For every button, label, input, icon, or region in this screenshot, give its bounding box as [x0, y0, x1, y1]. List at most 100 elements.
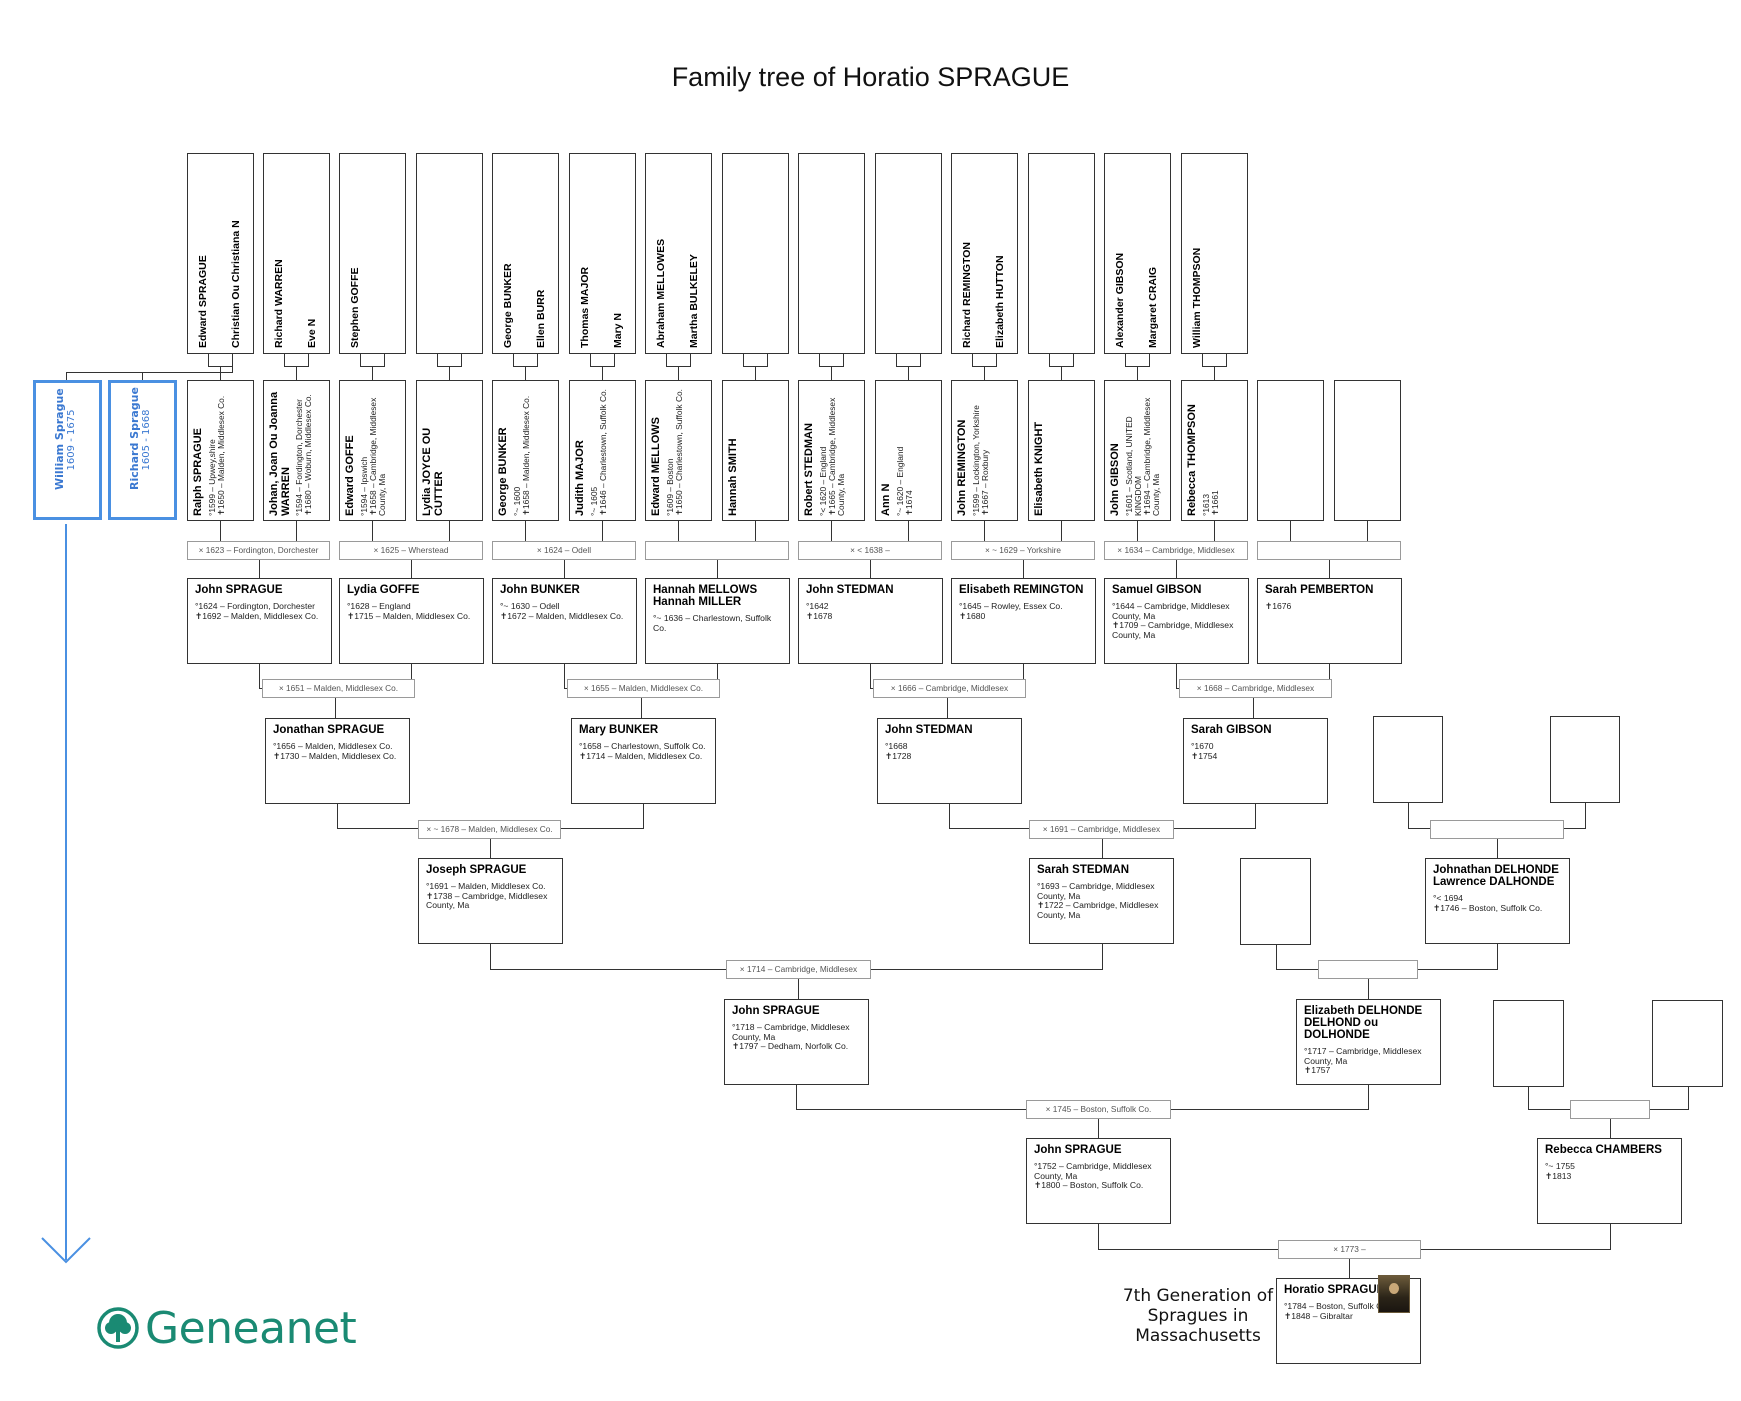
- connector-v: [384, 354, 385, 367]
- connector-v: [602, 521, 603, 542]
- connector-v: [66, 372, 67, 381]
- great-grandparent-box[interactable]: Rebecca THOMPSON°1613✝1661: [1181, 380, 1248, 521]
- grandparent-box[interactable]: Samuel GIBSON°1644 – Cambridge, Middlese…: [1104, 578, 1249, 664]
- connector-v: [232, 354, 233, 367]
- person-box[interactable]: Rebecca CHAMBERS°~ 1755✝1813: [1537, 1138, 1682, 1224]
- connector-v: [1102, 944, 1103, 970]
- grandparent-box[interactable]: John STEDMAN°1642✝1678: [798, 578, 943, 664]
- ancestor-couple-box[interactable]: [339, 153, 406, 354]
- marriage-box: × 1714 – Cambridge, Middlesex: [726, 960, 871, 979]
- person-event: ✝1692 – Malden, Middlesex Co.: [195, 610, 319, 621]
- person-event: °~ 1636 – Charlestown, Suffolk Co.: [653, 613, 772, 633]
- connector-v: [1610, 1119, 1611, 1139]
- person-name: Joseph SPRAGUE: [426, 864, 527, 876]
- person-event: ✝1848 – Gibraltar: [1284, 1310, 1353, 1321]
- ancestor-couple-box[interactable]: [263, 153, 330, 354]
- great-grandparent-box[interactable]: Ann N°~ 1620 – England✝1674: [875, 380, 942, 521]
- connector-v: [1176, 560, 1177, 579]
- ancestor-couple-box[interactable]: [722, 153, 789, 354]
- great-grandparent-box[interactable]: Robert STEDMAN°< 1620 – England✝1665 – C…: [798, 380, 865, 521]
- connector-v: [490, 839, 491, 859]
- ancestor-couple-box[interactable]: [645, 153, 712, 354]
- page-title: Family tree of Horatio SPRAGUE: [671, 62, 1070, 92]
- person-name: Elisabeth REMINGTON: [959, 584, 1084, 596]
- person-box[interactable]: Mary BUNKER°1658 – Charlestown, Suffolk …: [571, 718, 716, 804]
- unknown-ancestor-box[interactable]: [1550, 716, 1620, 803]
- grandparent-box[interactable]: Hannah MELLOWS Hannah MILLER°~ 1636 – Ch…: [645, 578, 790, 664]
- great-grandparent-box[interactable]: George BUNKER°~ 1600✝1658 – Malden, Midd…: [492, 380, 559, 521]
- person-box[interactable]: Johnathan DELHONDE Lawrence DALHONDE°< 1…: [1425, 858, 1570, 944]
- great-grandparent-box[interactable]: John REMINGTON°1599 – Lockington, Yorksh…: [951, 380, 1018, 521]
- connector-v: [335, 698, 336, 719]
- grandparent-box[interactable]: John SPRAGUE°1624 – Fordington, Dorchest…: [187, 578, 332, 664]
- person-box[interactable]: Sarah STEDMAN°1693 – Cambridge, Middlese…: [1029, 858, 1174, 944]
- connector-v: [1368, 1085, 1369, 1110]
- person-box[interactable]: John SPRAGUE°1752 – Cambridge, Middlesex…: [1026, 1138, 1171, 1224]
- person-box[interactable]: Elizabeth DELHONDE DELHOND ou DOLHONDE°1…: [1296, 999, 1441, 1085]
- ancestor-couple-box[interactable]: [875, 153, 942, 354]
- marriage-box: × ~ 1678 – Malden, Middlesex Co.: [418, 820, 561, 839]
- ancestor-couple-box[interactable]: [1181, 153, 1248, 354]
- great-grandparent-box[interactable]: Edward GOFFE°1594 – Ipswich✝1658 – Cambr…: [339, 380, 406, 521]
- person-box[interactable]: Sarah GIBSON°1670✝1754: [1183, 718, 1328, 804]
- unknown-ancestor-box[interactable]: [1493, 1000, 1564, 1087]
- sibling-box[interactable]: [108, 380, 177, 520]
- person-event: ✝1709 – Cambridge, Middlesex County, Ma: [1112, 620, 1234, 640]
- ancestor-couple-box[interactable]: [951, 153, 1018, 354]
- connector-v: [870, 560, 871, 579]
- person-event: ✝1730 – Malden, Middlesex Co.: [273, 750, 397, 761]
- person-box[interactable]: Jonathan SPRAGUE°1656 – Malden, Middlese…: [265, 718, 410, 804]
- connector-v: [1290, 521, 1291, 542]
- connector-v: [1098, 1224, 1099, 1250]
- person-box[interactable]: Joseph SPRAGUE °1691 – Malden, Middlesex …: [418, 858, 563, 944]
- great-grandparent-box[interactable]: Ralph SPRAGUE°1599 – Upwey,shire✝1650 – …: [187, 380, 254, 521]
- grandparent-box[interactable]: John BUNKER°~ 1630 – Odell✝1672 – Malden…: [492, 578, 637, 664]
- connector-v: [602, 366, 603, 381]
- unknown-ancestor-box[interactable]: [1240, 858, 1311, 945]
- sibling-box[interactable]: [33, 380, 102, 520]
- great-grandparent-box[interactable]: [1257, 380, 1324, 521]
- ancestor-couple-box[interactable]: [1028, 153, 1095, 354]
- connector-v: [755, 521, 756, 542]
- connector-v: [831, 521, 832, 542]
- connector-v: [1202, 354, 1203, 367]
- unknown-ancestor-box[interactable]: [1652, 1000, 1723, 1087]
- connector-v: [831, 366, 832, 381]
- ancestor-couple-box[interactable]: [569, 153, 636, 354]
- great-grandparent-box[interactable]: John GIBSON°1601 – Scotland, UNITED KING…: [1104, 380, 1171, 521]
- person-name: Mary BUNKER: [579, 724, 659, 736]
- ancestor-couple-box[interactable]: [416, 153, 483, 354]
- person-box[interactable]: John SPRAGUE°1718 – Cambridge, Middlesex…: [724, 999, 869, 1085]
- person-name: John SPRAGUE: [732, 1005, 820, 1017]
- great-grandparent-box[interactable]: Johan, Joan Ou Joanna WARREN°1594 – Ford…: [263, 380, 330, 521]
- connector-v: [513, 354, 514, 367]
- grandparent-box[interactable]: Lydia GOFFE°1628 – England✝1715 – Malden…: [339, 578, 484, 664]
- marriage-box: × 1624 – Odell: [492, 541, 636, 560]
- person-event: °1691 – Malden, Middlesex Co.: [426, 881, 546, 891]
- unknown-ancestor-box[interactable]: [1373, 716, 1443, 803]
- ancestor-couple-box[interactable]: [492, 153, 559, 354]
- connector-v: [337, 804, 338, 829]
- connector-v: [984, 366, 985, 381]
- great-grandparent-box[interactable]: Lydia JOYCE OU CUTTER: [416, 380, 483, 521]
- person-event: ✝1680: [959, 610, 986, 621]
- person-event: °1668: [885, 741, 908, 751]
- connector-v: [1497, 944, 1498, 970]
- person-box[interactable]: John STEDMAN°1668✝1728: [877, 718, 1022, 804]
- geneanet-logo[interactable]: Geneanet: [97, 1303, 357, 1354]
- great-grandparent-box[interactable]: Edward MELLOWS°1609 – Boston✝1650 – Char…: [645, 380, 712, 521]
- great-grandparent-box[interactable]: Elisabeth KNIGHT: [1028, 380, 1095, 521]
- ancestor-couple-box[interactable]: [187, 153, 254, 354]
- person-event: ✝1800 – Boston, Suffolk Co.: [1034, 1180, 1144, 1190]
- grandparent-box[interactable]: Sarah PEMBERTON✝1676: [1257, 578, 1402, 664]
- great-grandparent-box[interactable]: Judith MAJOR°~ 1605✝1646 – Charlestown, …: [569, 380, 636, 521]
- person-event: ✝1738 – Cambridge, Middlesex County, Ma: [426, 890, 548, 910]
- grandparent-box[interactable]: Elisabeth REMINGTON°1645 – Rowley, Essex…: [951, 578, 1096, 664]
- person-name: Elizabeth DELHONDE DELHOND ou DOLHONDE: [1304, 1005, 1423, 1041]
- connector-v: [1214, 366, 1215, 381]
- person-name: John STEDMAN: [806, 584, 894, 596]
- ancestor-couple-box[interactable]: [1104, 153, 1171, 354]
- great-grandparent-box[interactable]: [1334, 380, 1401, 521]
- ancestor-couple-box[interactable]: [798, 153, 865, 354]
- great-grandparent-box[interactable]: Hannah SMITH: [722, 380, 789, 521]
